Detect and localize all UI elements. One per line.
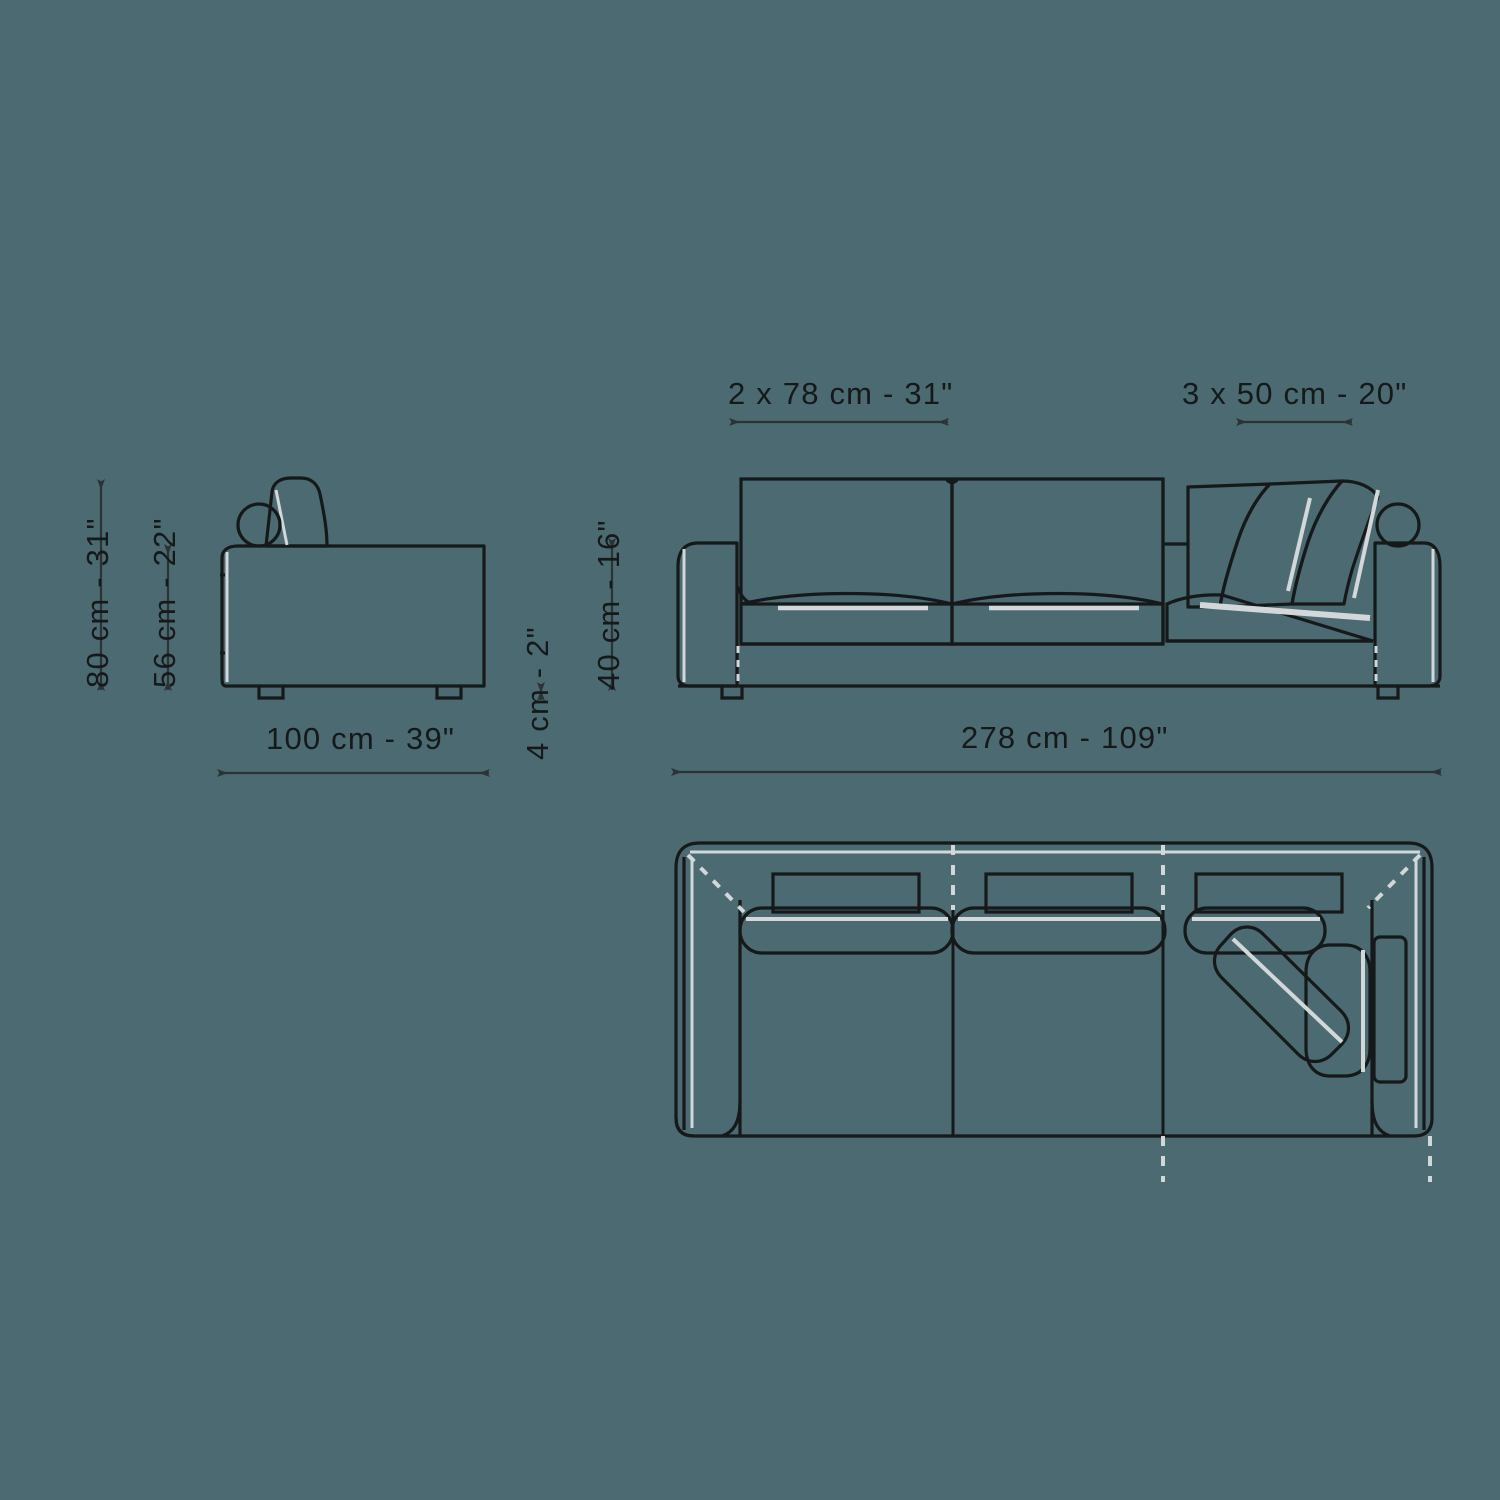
front-back-cushion-1 xyxy=(739,477,954,606)
front-left-foot xyxy=(720,686,744,700)
front-seat-cushion-2 xyxy=(950,591,1165,646)
front-elevation-view xyxy=(676,477,1442,700)
front-back-cushion-2 xyxy=(950,477,1165,606)
front-left-arm-seat-curve xyxy=(735,585,751,605)
plan-back-cushion-2 xyxy=(984,872,1134,914)
front-section-divider xyxy=(1161,479,1187,644)
dim-label-foot-height: 4 cm - 2" xyxy=(520,626,555,760)
side-bolster-pillow xyxy=(236,502,282,548)
plan-corner-diagonal-left xyxy=(686,853,746,914)
plan-body-outline xyxy=(674,841,1434,1138)
side-back-cushion-seam xyxy=(274,489,289,546)
plan-seat-cushion-3 xyxy=(1183,906,1327,955)
plan-bolster-side-rect xyxy=(1372,935,1408,1084)
side-dimension-lines xyxy=(97,479,616,777)
front-chaise-seat xyxy=(1165,593,1374,643)
front-angled-cushion-seam-1 xyxy=(1286,497,1312,592)
front-angled-cushion-seam-2 xyxy=(1352,489,1380,599)
side-foot-right xyxy=(435,686,463,700)
plan-left-arm-curve xyxy=(721,1099,742,1138)
plan-vertical-back-cushion xyxy=(1304,943,1372,1078)
plan-diagonal-bolster-seam xyxy=(1231,937,1344,1044)
side-body-outline xyxy=(220,544,486,688)
dim-label-seat-height: 40 cm - 16" xyxy=(591,519,626,690)
front-left-arm xyxy=(676,541,739,688)
side-back-cushion xyxy=(264,476,329,548)
front-angled-cushion-1 xyxy=(1186,482,1272,609)
front-right-foot xyxy=(1376,686,1400,700)
top-plan-view xyxy=(674,841,1434,1182)
dim-label-back-cushions-right: 3 x 50 cm - 20" xyxy=(1182,376,1408,411)
front-right-arm xyxy=(1373,541,1442,688)
front-angled-cushion-2 xyxy=(1218,479,1344,609)
plan-seat-cushion-2 xyxy=(950,906,1167,955)
plan-diagonal-bolster xyxy=(1212,925,1351,1064)
plan-right-arm-curve xyxy=(1370,1099,1391,1138)
side-elevation-view xyxy=(220,476,486,700)
front-chaise-seat-highlight xyxy=(1199,602,1371,621)
dim-label-depth: 100 cm - 39" xyxy=(266,721,456,756)
dim-label-back-height: 56 cm - 22" xyxy=(147,517,182,688)
front-dimension-lines xyxy=(671,418,1442,776)
front-seat-cushion-1 xyxy=(739,591,954,646)
plan-back-cushion-1 xyxy=(771,872,921,914)
plan-seat-cushion-1 xyxy=(738,906,955,955)
plan-right-arm-inner xyxy=(1370,857,1426,1136)
dim-label-overall-height: 80 cm - 31" xyxy=(80,517,115,688)
plan-bottom-corner-left xyxy=(674,1117,695,1138)
front-bolster-pillow xyxy=(1375,502,1421,548)
side-foot-left xyxy=(257,686,285,700)
dim-label-overall-width: 278 cm - 109" xyxy=(961,720,1169,755)
plan-back-cushion-3 xyxy=(1194,872,1344,914)
front-back-cushion-notch xyxy=(944,478,960,485)
plan-corner-diagonal-right xyxy=(1366,853,1422,910)
dim-label-seat-cushions-left: 2 x 78 cm - 31" xyxy=(728,376,954,411)
